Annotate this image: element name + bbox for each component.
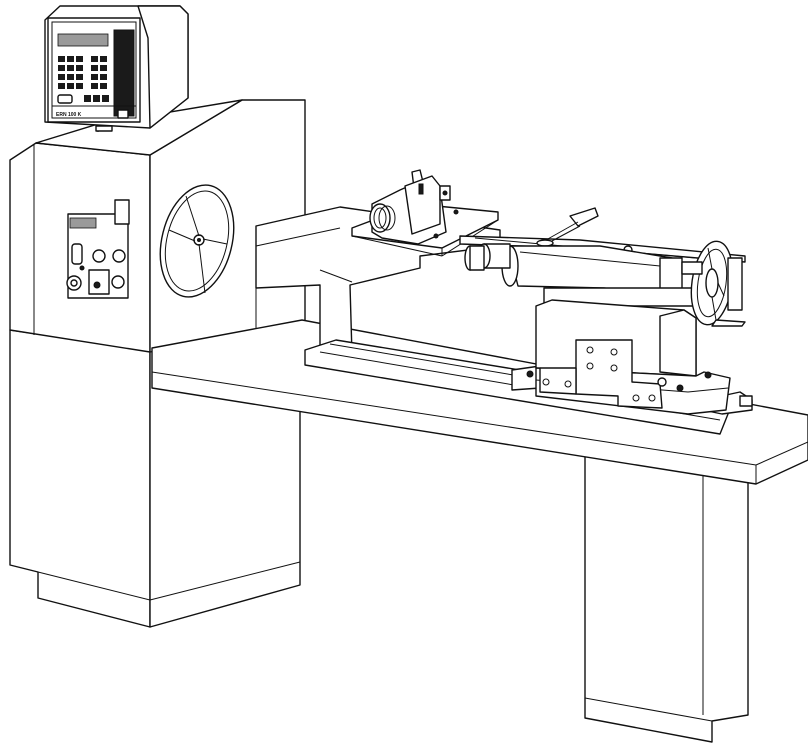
tool-post [369, 169, 459, 245]
selector-knob[interactable] [92, 249, 106, 263]
tailstock-handwheel[interactable] [681, 239, 746, 328]
display-window [57, 33, 109, 47]
clamp-plate [539, 339, 667, 409]
selector-knob[interactable] [111, 275, 125, 289]
spindle-barrel [464, 243, 695, 307]
tailstock-body [526, 299, 731, 415]
controller-model-label: ERN 100 K [56, 112, 82, 118]
control-panel [66, 199, 130, 299]
selector-knob[interactable] [112, 249, 126, 263]
digital-readout-unit: ERN 100 K [44, 5, 189, 132]
spindle-handwheel[interactable] [149, 177, 244, 305]
keypad[interactable] [58, 56, 109, 102]
